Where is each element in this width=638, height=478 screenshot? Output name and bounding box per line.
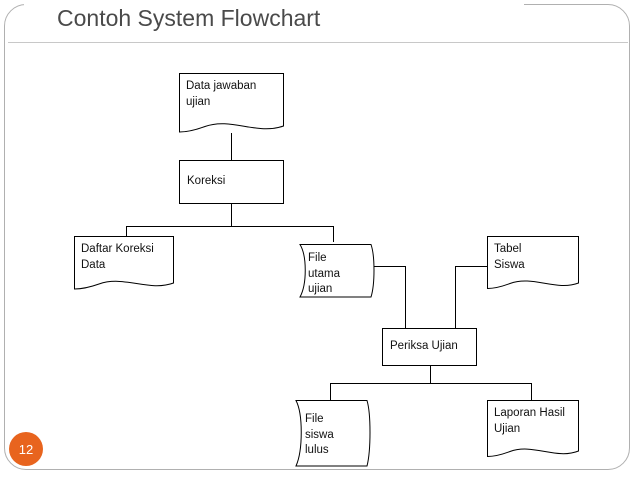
connector-koreksi-down <box>231 203 232 226</box>
document-shape-icon <box>487 400 579 458</box>
page-number-badge: 12 <box>9 432 43 466</box>
node-file-utama-ujian: File utama ujian <box>297 242 377 304</box>
node-koreksi: Koreksi <box>179 160 284 204</box>
connector-bus-bottom-left-down <box>330 383 331 400</box>
node-label: Data jawaban ujian <box>186 80 257 108</box>
page-title: Contoh System Flowchart <box>57 5 321 31</box>
node-tabel-siswa: Tabel Siswa <box>487 236 579 292</box>
node-periksa-ujian: Periksa Ujian <box>382 328 477 366</box>
connector-file-utama-down <box>405 266 406 328</box>
connector-bus-right-down <box>333 226 334 242</box>
title-frame-gap <box>24 0 524 6</box>
node-label: Laporan Hasil Ujian <box>494 407 565 435</box>
connector-bus-bottom-right-down <box>531 383 532 400</box>
node-daftar-koreksi-data: Daftar Koreksi Data <box>74 236 174 292</box>
node-file-siswa-lulus: File siswa lulus <box>293 400 373 470</box>
connector-tabel-siswa-down <box>455 266 456 328</box>
node-label: Periksa Ujian <box>390 340 458 353</box>
connector-periksa-down <box>430 366 431 383</box>
connector-bus-bottom <box>330 383 531 384</box>
document-shape-icon <box>179 73 284 133</box>
node-label: Koreksi <box>187 175 226 188</box>
title-divider <box>8 42 628 43</box>
node-label: File siswa lulus <box>305 413 334 457</box>
node-data-jawaban-ujian: Data jawaban ujian <box>179 73 284 135</box>
node-label: File utama ujian <box>308 252 340 296</box>
node-laporan-hasil-ujian: Laporan Hasil Ujian <box>487 400 579 462</box>
document-shape-icon <box>74 236 174 290</box>
connector-file-utama-right <box>372 266 405 267</box>
storage-shape-icon <box>299 244 375 298</box>
connector-bus-left-down <box>126 226 127 237</box>
node-label: Daftar Koreksi Data <box>81 243 154 271</box>
node-label: Tabel Siswa <box>494 243 525 271</box>
connector-bus-top <box>126 226 333 227</box>
connector-data-to-koreksi <box>231 133 232 160</box>
connector-tabel-siswa-left <box>455 266 487 267</box>
document-shape-icon <box>487 236 579 290</box>
storage-shape-icon <box>295 400 371 467</box>
